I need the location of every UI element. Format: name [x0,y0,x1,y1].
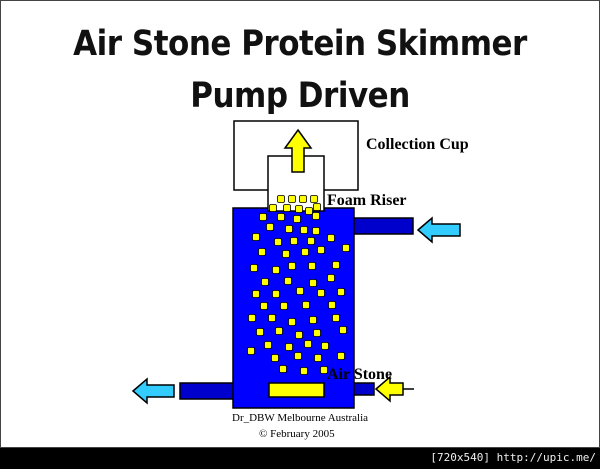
bubble [272,290,280,298]
bubble [328,301,336,309]
bubble [252,290,260,298]
bubble [310,195,318,203]
bubble [282,250,290,258]
outlet-arrow-icon [131,377,175,405]
bubble [250,264,258,272]
bubble [299,195,307,203]
bubble [321,342,329,350]
bubble [332,261,340,269]
bubble [248,314,256,322]
air-stone-label: Air Stone [327,366,393,383]
up-arrow-icon [283,128,313,173]
bubble [301,248,309,256]
bubble [300,367,308,375]
bubble [308,262,316,270]
inlet-arrow-icon [416,216,461,244]
bubble [279,365,287,373]
bubble [283,204,291,212]
watermark: [720x540] http://upic.me/ [430,451,596,464]
bubble [256,328,264,336]
bubble [296,287,304,295]
bubble [261,278,269,286]
bubble [305,207,313,215]
bubble [269,204,277,212]
bubble [295,205,303,213]
bubble [304,340,312,348]
slide-title: Air Stone Protein Skimmer [73,23,527,65]
bubble [327,274,335,282]
bubbles [247,195,350,375]
bubble [285,343,293,351]
bubble [247,347,255,355]
bubble [277,213,285,221]
bubble [313,329,321,337]
bubble [252,233,260,241]
bubble [314,354,322,362]
bubble [337,352,345,360]
bubble [293,215,301,223]
bubble [312,212,320,220]
bubble [339,326,347,334]
bubble [271,354,279,362]
bubble [275,327,283,335]
bubble [274,238,282,246]
outlet-pipe [179,382,234,400]
bubble [295,331,303,339]
foam-riser-label: Foam Riser [327,192,407,209]
bubble [332,314,340,322]
bubble [277,195,285,203]
bubble [302,301,310,309]
air-stone [268,382,325,398]
bubble [290,237,298,245]
bubble [259,213,267,221]
bubble [327,234,335,242]
bubble [264,341,272,349]
slide-subtitle: Pump Driven [190,75,410,117]
bubble [260,302,268,310]
credit-author: Dr_DBW Melbourne Australia [232,412,369,424]
bubble [312,227,320,235]
collection-cup-label: Collection Cup [366,136,469,153]
bubble [288,195,296,203]
bubble [337,288,345,296]
bubble [294,352,302,360]
bubble [320,366,328,374]
bubble [285,225,293,233]
bubble [266,223,274,231]
air-line-pipe [353,382,375,396]
bubble [288,262,296,270]
bubble [272,266,280,274]
bubble [258,248,266,256]
bubble [268,314,276,322]
bubble [280,302,288,310]
bubble [284,277,292,285]
inlet-pipe [353,217,414,235]
bubble [309,316,317,324]
bubble [317,246,325,254]
bottom-bar [0,448,600,469]
bubble [288,318,296,326]
bubble [317,289,325,297]
bubble [309,279,317,287]
bubble [313,203,321,211]
bubble [342,244,350,252]
credit-date: © February 2005 [259,428,335,440]
bubble [307,237,315,245]
bubble [300,226,308,234]
